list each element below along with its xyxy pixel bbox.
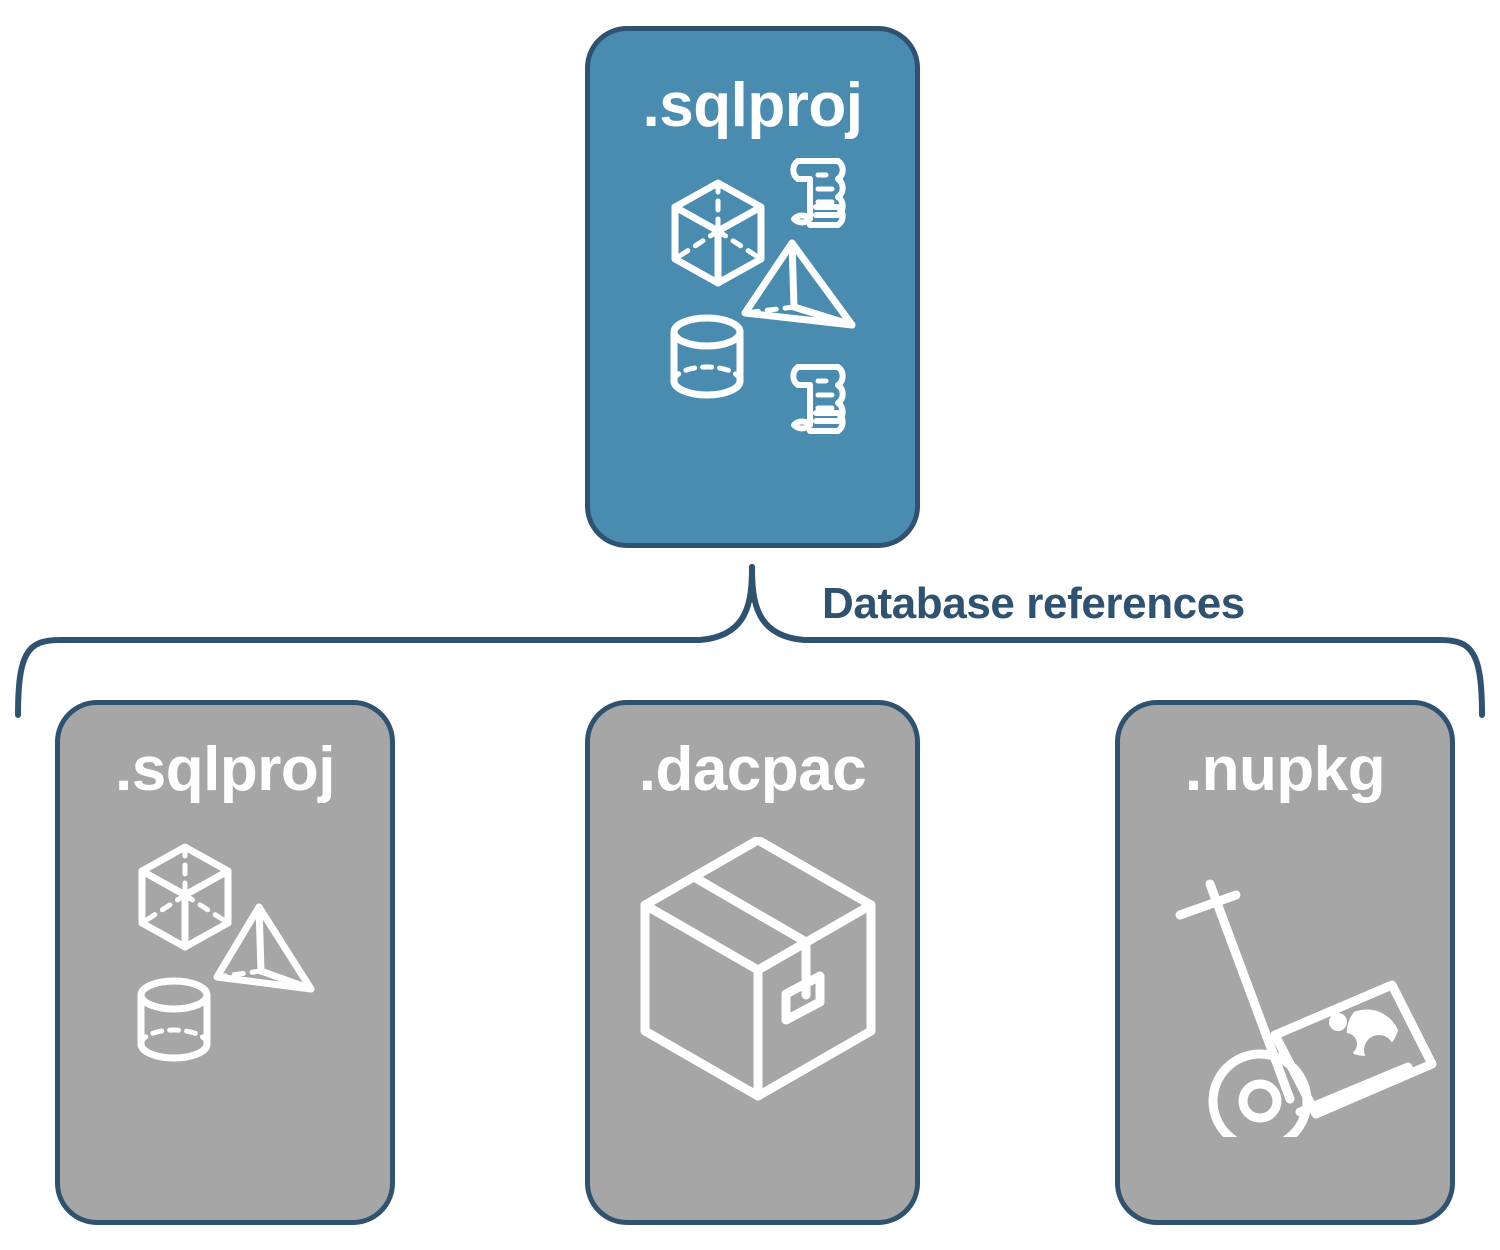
pyramid-wireframe-icon (213, 903, 315, 993)
card-nupkg[interactable]: .nupkg (1115, 700, 1455, 1225)
nupkg-icon-group (1120, 801, 1450, 1220)
cylinder-wireframe-icon (670, 314, 744, 399)
card-title-sqlproj-child: .sqlproj (115, 735, 335, 804)
cube-wireframe-icon (138, 843, 232, 951)
brace-label-database-references: Database references (812, 578, 1255, 631)
card-sqlproj-parent[interactable]: .sqlproj (585, 26, 920, 548)
card-title-sqlproj-parent: .sqlproj (642, 71, 863, 140)
database-references-brace (0, 540, 1500, 740)
card-dacpac[interactable]: .dacpac (585, 700, 920, 1225)
hand-truck-nuget-icon (1175, 879, 1437, 1137)
sqlproj-child-icon-group (60, 801, 390, 1220)
card-title-nupkg: .nupkg (1184, 735, 1386, 804)
card-title-dacpac: .dacpac (638, 735, 867, 804)
cube-wireframe-icon (671, 179, 765, 287)
package-box-icon (640, 837, 876, 1101)
scroll-script-icon (790, 364, 846, 434)
cylinder-wireframe-icon (137, 977, 211, 1062)
parent-icon-group (590, 137, 915, 543)
pyramid-wireframe-icon (741, 239, 856, 329)
dacpac-icon-group (590, 801, 915, 1220)
card-sqlproj-child[interactable]: .sqlproj (55, 700, 395, 1225)
scroll-script-icon (790, 158, 846, 228)
